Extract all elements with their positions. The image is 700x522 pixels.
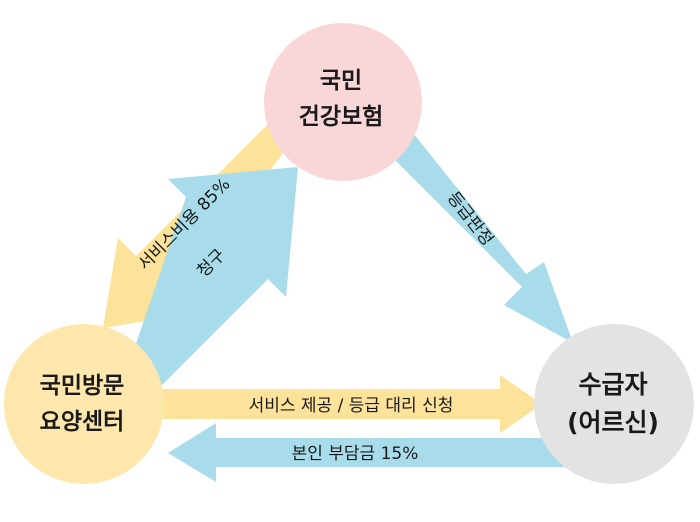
care-center-label-line2: 요양센터 (40, 409, 125, 435)
grade-decision-label: 등급판정 (443, 188, 497, 250)
health-insurance-label-line1: 국민 (320, 68, 362, 94)
health-insurance-label-line2: 건강보험 (299, 104, 384, 130)
claim-arrow (125, 167, 298, 399)
recipient-label-line2: (어르신) (567, 408, 659, 437)
recipient-label-line1: 수급자 (578, 370, 647, 399)
recipient-node (534, 324, 694, 484)
grade-decision-arrow (377, 118, 573, 343)
service-provision-label: 서비스 제공 / 등급 대리 신청 (249, 396, 454, 416)
care-center-label-line1: 국민방문 (40, 373, 125, 399)
service-provision-arrow (150, 375, 542, 433)
care-center-node (4, 324, 164, 484)
health-insurance-node (264, 23, 422, 181)
copayment-label: 본인 부담금 15% (292, 444, 419, 464)
copayment-arrow (168, 423, 565, 482)
